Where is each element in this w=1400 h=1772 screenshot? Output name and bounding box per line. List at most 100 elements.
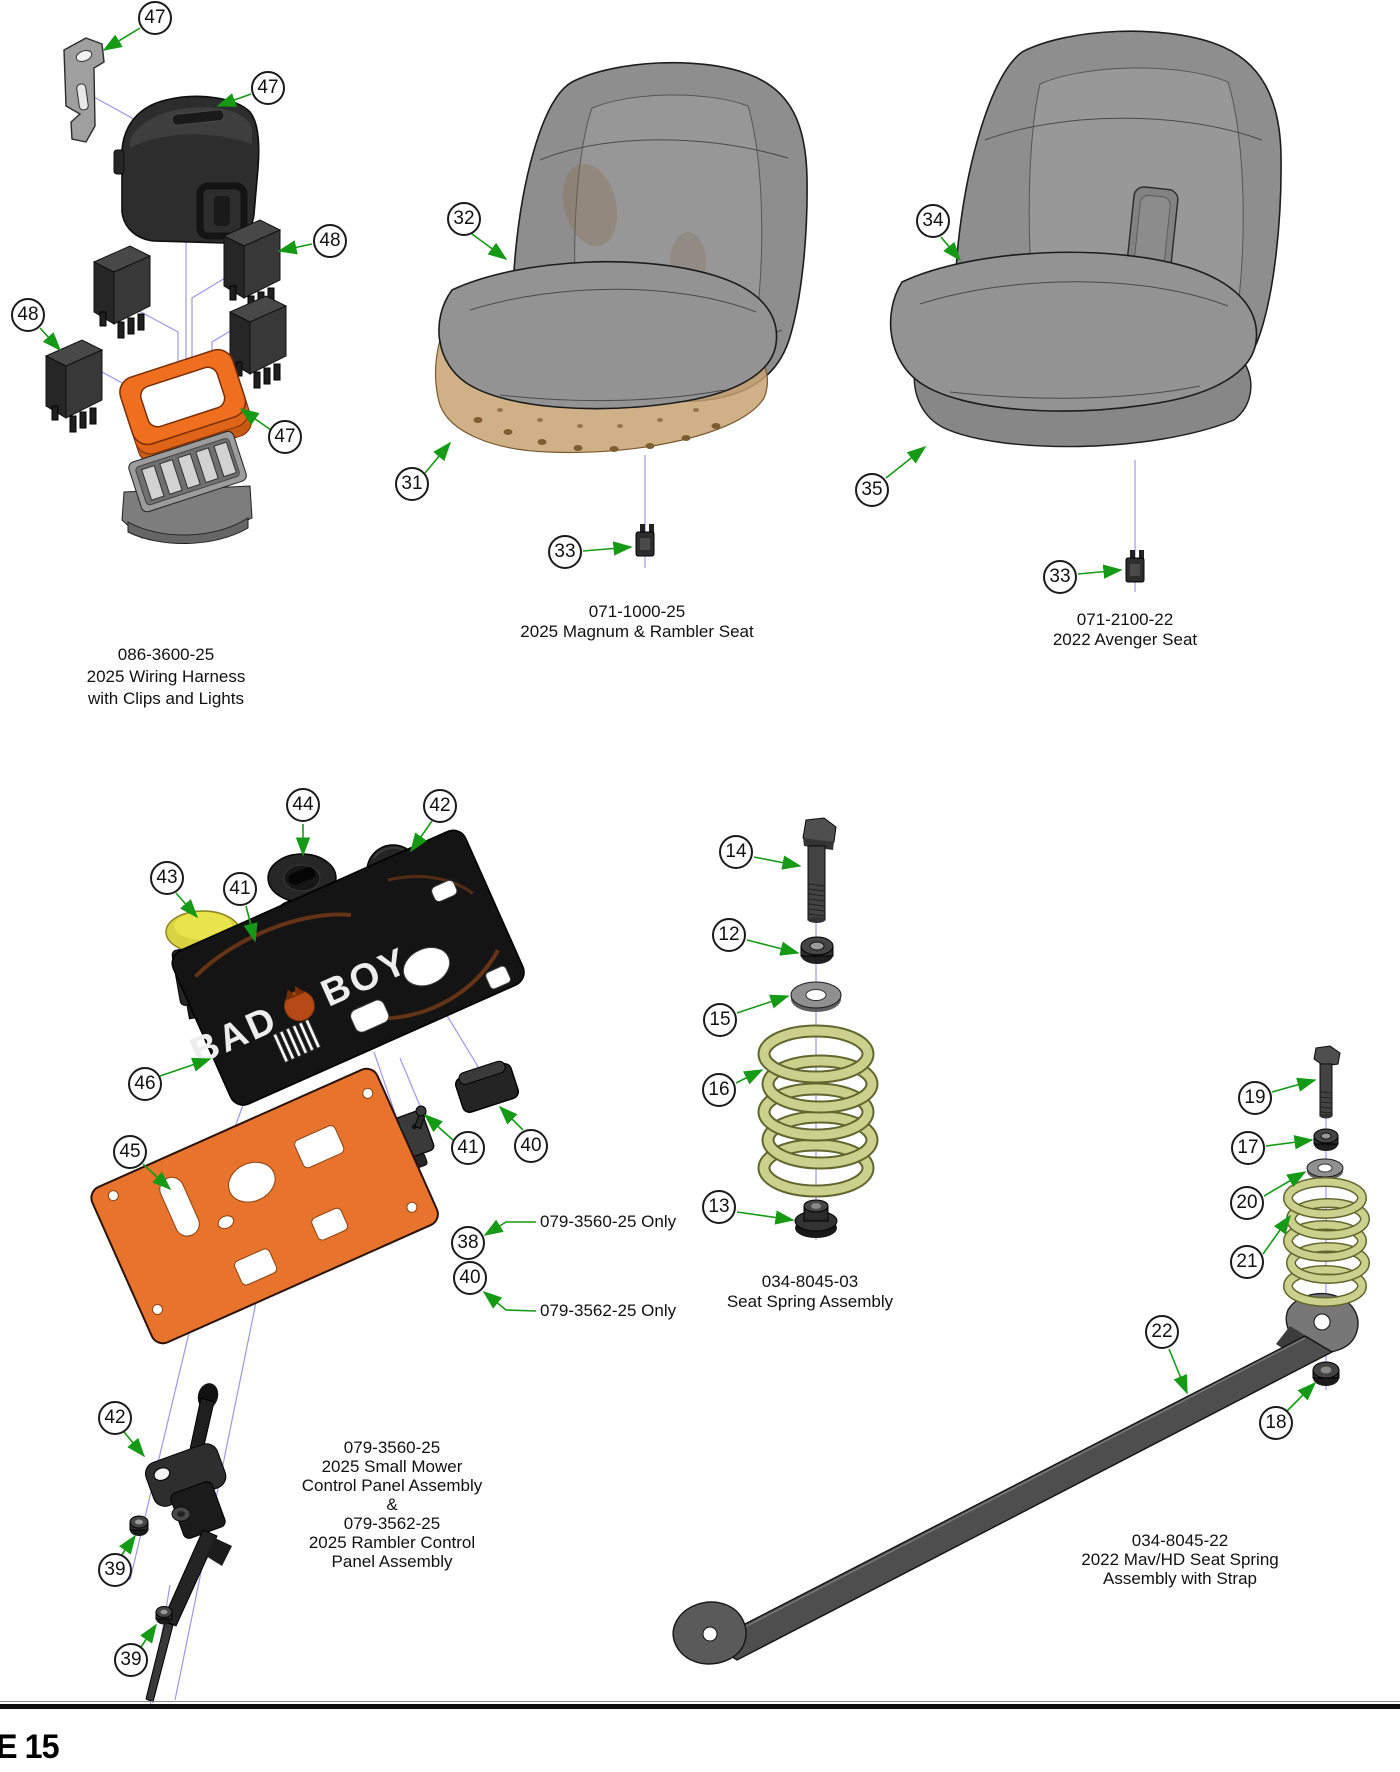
part-name: 2022 Mav/HD Seat Spring: [1081, 1550, 1279, 1569]
callout-47: 47: [268, 420, 302, 454]
callout-48: 48: [313, 224, 347, 258]
relay-part: [222, 219, 282, 313]
control-panel-drawing: BAD BOY: [90, 829, 525, 1703]
callout-number: 39: [104, 1559, 126, 1580]
callout-19: 19: [1238, 1081, 1272, 1115]
part-name: 2025 Wiring Harness: [86, 667, 246, 686]
relay-part: [228, 295, 288, 389]
part-number: 034-8045-03: [761, 1272, 859, 1291]
nut-part: [1313, 1128, 1339, 1151]
callout-33: 33: [1043, 560, 1077, 594]
callout-39: 39: [114, 1643, 148, 1677]
callout-number: 22: [1151, 1321, 1173, 1342]
relay-part: [44, 339, 104, 433]
part-number: 079-3562-25: [343, 1514, 441, 1533]
callout-number: 34: [922, 210, 944, 231]
callout-33: 33: [548, 535, 582, 569]
callout-number: 48: [319, 230, 341, 251]
part-number: 071-2100-22: [1076, 610, 1174, 629]
callout-38: 38: [451, 1226, 485, 1260]
part-name: Control Panel Assembly: [301, 1476, 483, 1495]
callout-number: 46: [134, 1073, 156, 1094]
callout-number: 45: [119, 1141, 141, 1162]
callout-number: 12: [718, 924, 740, 945]
page-number: E 15: [0, 1728, 60, 1766]
label-avenger-seat: 071-2100-22 2022 Avenger Seat: [1053, 610, 1197, 650]
callout-number: 33: [554, 541, 576, 562]
callout-44: 44: [286, 788, 320, 822]
seat-pan-holes: [473, 408, 721, 452]
callout-number: 18: [1265, 1412, 1287, 1433]
part-number: 071-1000-25: [588, 602, 686, 621]
callout-number: 14: [725, 841, 747, 862]
callout-22: 22: [1145, 1315, 1179, 1349]
callout-13: 13: [702, 1190, 736, 1224]
part-name: &: [386, 1495, 398, 1514]
magnum-seat-drawing: [434, 61, 808, 557]
callout-41: 41: [451, 1131, 485, 1165]
callout-number: 40: [459, 1267, 481, 1288]
label-magnum-seat: 071-1000-25 2025 Magnum & Rambler Seat: [520, 602, 753, 642]
callout-number: 13: [708, 1196, 730, 1217]
callout-number: 39: [120, 1649, 142, 1670]
strap-spring-drawing: [672, 1045, 1370, 1665]
relay-part: [92, 245, 152, 339]
callout-12: 12: [712, 918, 746, 952]
part-name: 2025 Rambler Control: [308, 1533, 476, 1552]
page-rule-thin: [0, 1701, 1400, 1702]
callout-14: 14: [719, 835, 753, 869]
callout-35: 35: [855, 473, 889, 507]
screw-part: [414, 1105, 427, 1130]
callout-number: 21: [1236, 1251, 1258, 1272]
callout-number: 47: [274, 426, 296, 447]
callout-number: 16: [708, 1079, 730, 1100]
callout-number: 15: [709, 1009, 731, 1030]
seat-cushion: [438, 260, 778, 410]
callout-41: 41: [223, 872, 257, 906]
note-3562-only: 079-3562-25 Only: [540, 1301, 677, 1320]
label-wiring-harness: 086-3600-25 2025 Wiring Harness with Cli…: [87, 644, 246, 710]
callout-47: 47: [251, 71, 285, 105]
callout-number: 19: [1244, 1087, 1266, 1108]
callout-42: 42: [98, 1401, 132, 1435]
bracket-clip-part: [63, 37, 105, 143]
callout-34: 34: [916, 204, 950, 238]
callout-number: 42: [429, 795, 451, 816]
callout-48: 48: [11, 298, 45, 332]
callout-20: 20: [1230, 1186, 1264, 1220]
callout-42: 42: [423, 789, 457, 823]
bad-boy-dog-icon: [283, 985, 315, 1022]
callout-number: 47: [144, 7, 166, 28]
fuse-cover-part: [113, 95, 260, 244]
decal-panel-part: BAD BOY: [171, 829, 525, 1106]
lever-part: [144, 1383, 232, 1703]
spring-part: [1283, 1177, 1370, 1307]
callout-number: 48: [17, 304, 39, 325]
callout-32: 32: [447, 202, 481, 236]
label-strap-spring: 034-8045-22 2022 Mav/HD Seat Spring Asse…: [1081, 1531, 1279, 1588]
seat-spring-drawing: [757, 817, 879, 1238]
bolt-part: [802, 817, 837, 923]
leader-arrows: [39, 27, 1317, 1648]
callout-number: 35: [861, 479, 883, 500]
callout-46: 46: [128, 1067, 162, 1101]
callout-40: 40: [453, 1261, 487, 1295]
washer-part: [1306, 1158, 1344, 1180]
label-control-panel: 079-3560-25 2025 Small Mower Control Pan…: [302, 1438, 482, 1571]
part-name: Panel Assembly: [331, 1552, 453, 1571]
mounting-plate-part: [90, 1067, 439, 1345]
callout-17: 17: [1231, 1131, 1265, 1165]
part-number: 086-3600-25: [117, 645, 215, 664]
part-name: 2022 Avenger Seat: [1052, 630, 1198, 649]
part-number: 079-3560-25: [343, 1438, 441, 1457]
note-3560-only: 079-3560-25 Only: [540, 1212, 677, 1231]
callout-47: 47: [138, 1, 172, 35]
part-name: Seat Spring Assembly: [726, 1292, 894, 1311]
callout-number: 17: [1237, 1137, 1259, 1158]
label-seat-spring: 034-8045-03 Seat Spring Assembly: [727, 1272, 893, 1312]
spring-part: [757, 1024, 879, 1198]
page-rule-thick: [0, 1704, 1400, 1709]
seat-switch-part: [635, 524, 655, 557]
wiring-harness-drawing: [44, 37, 288, 544]
